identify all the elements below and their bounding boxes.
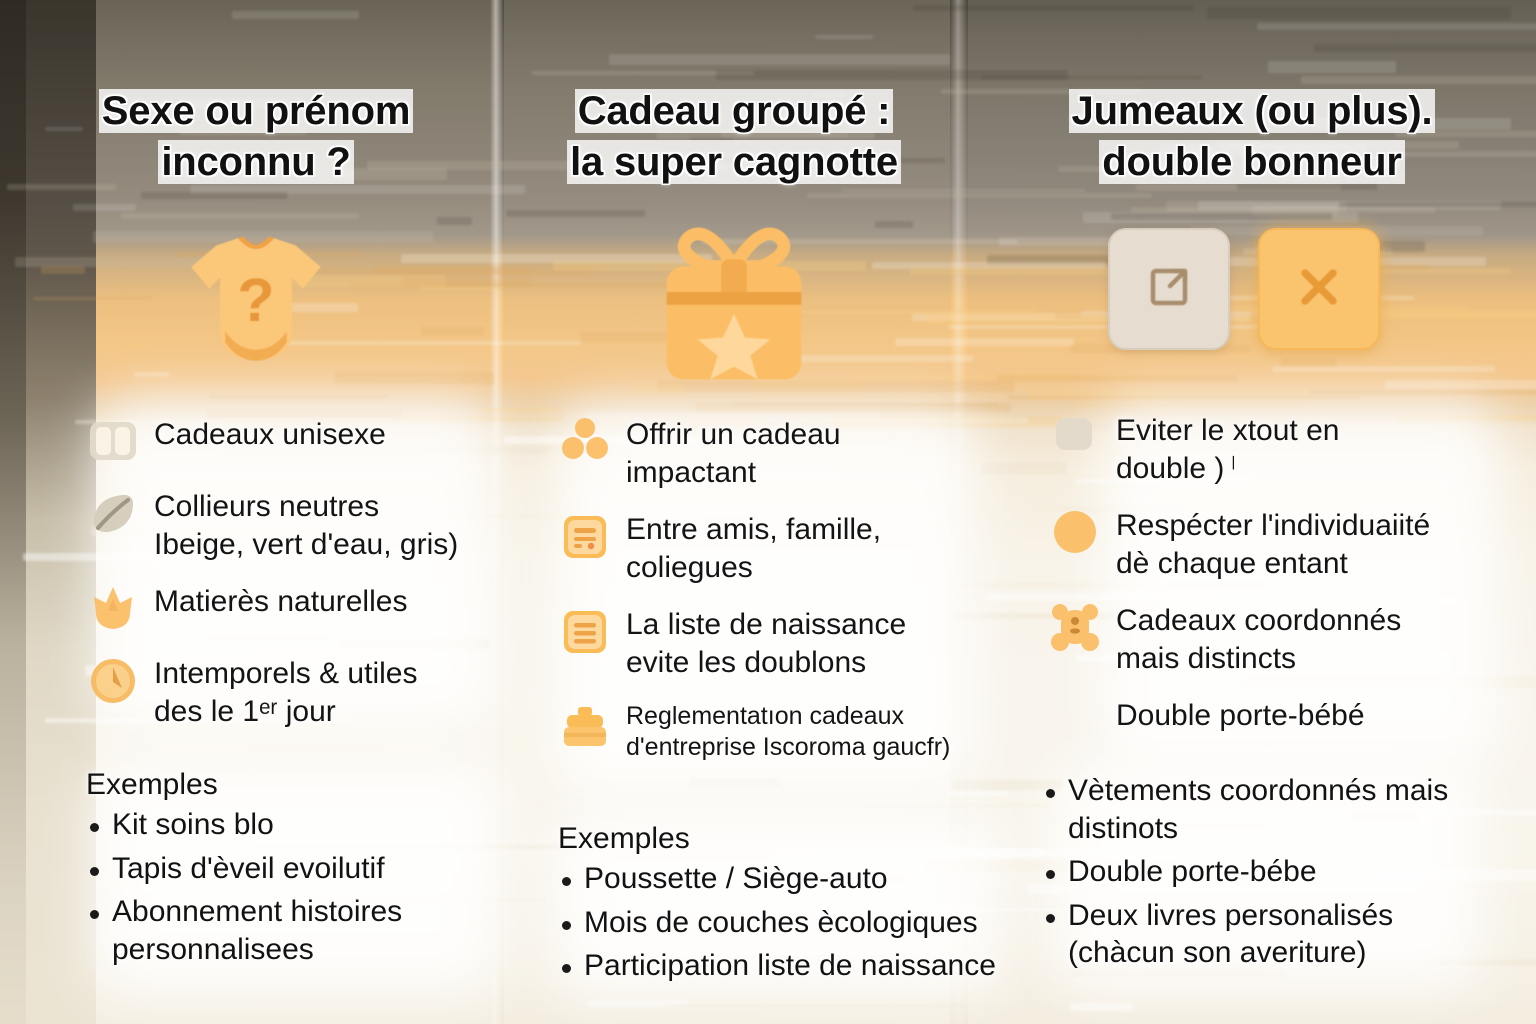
list-item: Double porte-bébe: [1042, 853, 1492, 891]
gift-box-star-icon: [634, 208, 834, 398]
feature-item: Double porte-bébé: [1048, 695, 1518, 749]
column-3-examples: Vètements coordonnés mais distinots Doub…: [1042, 768, 1492, 978]
people-group-icon: [558, 414, 612, 468]
list-item: Poussette / Siège-auto: [558, 860, 998, 898]
clock-icon: [86, 653, 140, 707]
list-item: Mois de couches ècologiques: [558, 904, 998, 942]
column-cadeau-groupe: Cadeau groupé : la super cagnotte: [504, 0, 996, 1024]
column-2-examples: Exemples Poussette / Siège-auto Mois de …: [558, 822, 998, 991]
close-x-icon: [1290, 258, 1348, 321]
column-3-title-line2: double bonneur: [1099, 140, 1405, 185]
list-item: Vètements coordonnés mais distinots: [1042, 772, 1492, 847]
column-3-title: Jumeaux (ou plus). double bonneur: [968, 86, 1536, 188]
list-item: Participation liste de naissance: [558, 947, 998, 985]
examples-heading: Exemples: [86, 768, 218, 801]
leaf-icon: [86, 486, 140, 540]
column-1-title-line2: inconnu ?: [158, 140, 354, 185]
feature-text: Matierès naturelles: [154, 585, 408, 618]
examples-list: Vètements coordonnés mais distinots Doub…: [1042, 772, 1492, 972]
list-item: Abonnement histoires personnalisees: [86, 893, 498, 968]
examples-list: Kit soins blo Tapis d'èveil evoilutif Ab…: [86, 806, 498, 968]
briefcase-icon: [558, 699, 612, 753]
column-1-examples: Exemples Kit soins blo Tapis d'èveil evo…: [86, 768, 498, 974]
column-1-hero: ?: [0, 208, 512, 398]
circle-icon: [1048, 505, 1102, 559]
list-item: Kit soins blo: [86, 806, 498, 844]
svg-text:?: ?: [237, 266, 274, 334]
examples-heading: Exemples: [558, 822, 690, 855]
column-2-title-line1: Cadeau groupé :: [574, 89, 894, 133]
column-3-button-row: [1108, 228, 1380, 350]
document-list-icon: [558, 509, 612, 563]
examples-list: Poussette / Siège-auto Mois de couches è…: [558, 860, 998, 985]
feature-item: Cadeaux unisexe: [86, 414, 498, 468]
spacer-icon: [1048, 695, 1102, 749]
background-left-edge: [0, 0, 26, 1024]
open-external-icon: [1140, 258, 1198, 321]
column-2-hero: [504, 208, 964, 398]
teddy-bear-icon: [1048, 600, 1102, 654]
column-1-title: Sexe ou prénom inconnu ?: [0, 86, 512, 188]
column-3-title-line1: Jumeaux (ou plus).: [1068, 89, 1436, 133]
feature-text: Double porte-bébé: [1116, 699, 1365, 732]
feature-text: Entre amis, famille,coliegues: [626, 513, 882, 584]
feature-item: Entre amis, famille,coliegues: [558, 509, 964, 586]
rounded-square-muted-icon: [1048, 410, 1102, 464]
toggle-split-icon: [86, 414, 140, 468]
flower-plant-icon: [86, 581, 140, 635]
feature-text: Cadeaux unisexe: [154, 418, 386, 451]
column-2-title-line2: la super cagnotte: [567, 140, 901, 185]
open-external-button[interactable]: [1108, 228, 1230, 350]
column-jumeaux-double-bonheur: Jumeaux (ou plus). double bonneur: [968, 0, 1536, 1024]
close-button[interactable]: [1258, 228, 1380, 350]
list-item: Tapis d'èveil evoilutif: [86, 850, 498, 888]
feature-item: Matierès naturelles: [86, 581, 498, 635]
column-1-title-line1: Sexe ou prénom: [98, 89, 414, 133]
baby-onesie-question-icon: ?: [166, 213, 346, 393]
column-sexe-prenom-inconnu: Sexe ou prénom inconnu ? ?: [0, 0, 512, 1024]
column-2-title: Cadeau groupé : la super cagnotte: [504, 86, 964, 188]
document-lines-icon: [558, 604, 612, 658]
list-item: Deux livres personalisés (chàcun son ave…: [1042, 897, 1492, 972]
